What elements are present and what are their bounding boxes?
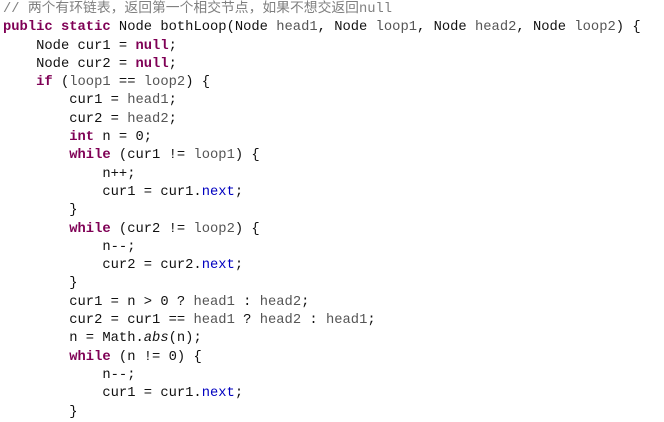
code-line[interactable]: cur1 = n > 0 ? head1 : head2; <box>3 294 641 312</box>
parameter-token: head1 <box>276 20 318 36</box>
code-token: Node bothLoop(Node <box>110 20 277 36</box>
comment-token: // 两个有环链表，返回第一个相交节点，如果不想交返回null <box>3 2 393 17</box>
parameter-token: head2 <box>259 313 302 329</box>
parameter-token: head1 <box>193 294 235 310</box>
code-line[interactable]: while (cur1 != loop1) { <box>3 147 641 165</box>
code-token: n = Math. <box>69 331 144 347</box>
code-line[interactable]: Node cur1 = null; <box>3 38 641 56</box>
field-token: next <box>201 386 235 402</box>
code-line[interactable]: cur1 = cur1.next; <box>3 385 641 403</box>
parameter-token: head1 <box>193 313 235 329</box>
code-token: ; <box>168 111 177 127</box>
parameter-token: loop1 <box>69 75 111 91</box>
parameter-token: head1 <box>325 313 368 329</box>
code-token: n--; <box>102 239 136 255</box>
code-token: ) { <box>185 75 211 91</box>
keyword-token: if <box>36 75 53 91</box>
code-line[interactable]: cur2 = cur2.next; <box>3 257 641 275</box>
code-token: ? <box>234 313 260 329</box>
code-line[interactable]: cur2 = head2; <box>3 111 641 129</box>
code-line[interactable]: } <box>3 275 641 293</box>
code-token: (cur2 != <box>110 221 194 237</box>
code-token: } <box>69 276 78 292</box>
code-token: (n); <box>168 331 202 347</box>
code-editor[interactable]: // 两个有环链表，返回第一个相交节点，如果不想交返回null public st… <box>3 1 641 422</box>
code-token: ) { <box>615 20 641 36</box>
parameter-token: loop2 <box>193 221 235 237</box>
code-token: cur2 = <box>69 111 128 127</box>
code-line[interactable]: n = Math.abs(n); <box>3 330 641 348</box>
code-token: (n != 0) { <box>110 349 202 365</box>
code-line[interactable]: Node cur2 = null; <box>3 56 641 74</box>
code-token: ; <box>168 93 177 109</box>
code-token: n = 0; <box>94 130 153 146</box>
code-line[interactable]: n--; <box>3 239 641 257</box>
code-token: ( <box>52 75 70 91</box>
parameter-token: loop1 <box>193 148 235 164</box>
code-token: ) { <box>234 221 260 237</box>
code-line[interactable]: public static Node bothLoop(Node head1, … <box>3 19 641 37</box>
code-token: ; <box>168 56 177 72</box>
code-token: cur1 = <box>69 93 128 109</box>
code-token: } <box>69 404 78 420</box>
parameter-token: head1 <box>127 93 169 109</box>
code-token: == <box>110 75 144 91</box>
code-token: cur1 = n > 0 ? <box>69 294 194 310</box>
code-token: } <box>69 203 78 219</box>
code-line[interactable]: } <box>3 202 641 220</box>
code-token: cur2 = cur1 == <box>69 313 194 329</box>
code-token: , Node <box>516 20 575 36</box>
code-line[interactable]: } <box>3 404 641 422</box>
code-line[interactable]: cur1 = head1; <box>3 92 641 110</box>
code-line[interactable]: int n = 0; <box>3 129 641 147</box>
parameter-token: head2 <box>127 111 169 127</box>
keyword-token: static <box>60 20 111 36</box>
code-token: (cur1 != <box>110 148 194 164</box>
code-token: ; <box>234 386 244 402</box>
code-token: , Node <box>317 20 376 36</box>
code-token: ; <box>168 38 177 54</box>
code-token <box>53 20 61 35</box>
code-token: cur1 = cur1. <box>102 184 202 200</box>
code-line[interactable]: // 两个有环链表，返回第一个相交节点，如果不想交返回null <box>3 1 641 19</box>
keyword-token: null <box>135 38 169 54</box>
code-line[interactable]: if (loop1 == loop2) { <box>3 74 641 92</box>
parameter-token: loop2 <box>574 20 616 36</box>
parameter-token: loop1 <box>375 20 418 36</box>
code-token: ; <box>234 184 244 200</box>
code-token: n++; <box>102 166 136 182</box>
field-token: next <box>201 184 235 200</box>
code-token: , Node <box>417 20 475 36</box>
code-line[interactable]: cur1 = cur1.next; <box>3 184 641 202</box>
code-token: ) { <box>234 148 260 164</box>
keyword-token: while <box>69 221 111 237</box>
code-token: : <box>301 313 326 329</box>
code-token: cur2 = cur2. <box>102 258 202 274</box>
code-token: : <box>234 294 260 310</box>
code-line[interactable]: while (n != 0) { <box>3 349 641 367</box>
code-token: ; <box>367 313 376 329</box>
keyword-token: int <box>69 130 95 146</box>
code-line[interactable]: while (cur2 != loop2) { <box>3 221 641 239</box>
code-token: n--; <box>102 367 136 383</box>
code-line[interactable]: n--; <box>3 367 641 385</box>
keyword-token: null <box>135 56 169 72</box>
code-token: Node cur1 = <box>36 38 136 54</box>
keyword-token: public <box>3 20 53 36</box>
code-line[interactable]: n++; <box>3 166 641 184</box>
code-token: ; <box>301 294 310 310</box>
parameter-token: head2 <box>259 294 302 310</box>
parameter-token: loop2 <box>143 75 186 91</box>
parameter-token: head2 <box>475 20 517 36</box>
code-token: cur1 = cur1. <box>102 386 202 402</box>
code-token: ; <box>234 258 244 274</box>
keyword-token: while <box>69 148 111 164</box>
keyword-token: while <box>69 349 111 365</box>
code-line[interactable]: cur2 = cur1 == head1 ? head2 : head1; <box>3 312 641 330</box>
static-method-token: abs <box>143 331 169 347</box>
field-token: next <box>201 258 235 274</box>
code-token: Node cur2 = <box>36 56 136 72</box>
